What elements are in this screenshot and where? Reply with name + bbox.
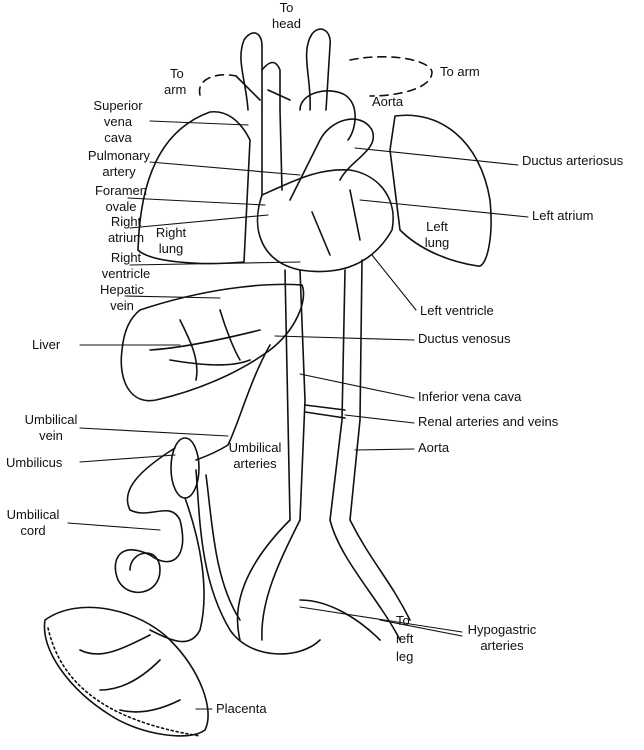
label-line: To — [279, 0, 294, 15]
label-line: Pulmonary — [87, 148, 151, 163]
label-line: head — [272, 16, 301, 31]
label-line: vena — [103, 114, 133, 129]
label-left-atrium: Left atrium — [532, 208, 594, 223]
umbilical-cord — [114, 437, 205, 643]
label-line: Umbilical — [6, 507, 60, 522]
umbilical-vessels — [195, 344, 321, 655]
label-line: ovale — [105, 199, 137, 214]
great-vessels — [236, 259, 411, 641]
label-line: cava — [104, 130, 132, 145]
label-line: left — [396, 631, 414, 646]
label-line: leg — [396, 649, 414, 664]
label-line: vein — [110, 298, 134, 313]
label-aorta-lower: Aorta — [418, 440, 450, 455]
label-line: lung — [424, 235, 450, 250]
label-line: arm — [164, 82, 187, 97]
label-to-arm-right: To arm — [440, 64, 480, 79]
placenta — [43, 606, 209, 737]
heart — [256, 90, 394, 273]
label-left-ventricle: Left ventricle — [420, 303, 494, 318]
label-line: Superior — [93, 98, 143, 113]
label-to-left-leg: To left leg — [396, 612, 413, 666]
label-ductus-venosus: Ductus venosus — [418, 331, 511, 346]
label-line: Right — [110, 250, 142, 265]
label-line: ventricle — [101, 266, 151, 281]
label-line: artery — [102, 164, 136, 179]
label-line: atrium — [107, 230, 145, 245]
label-line: To — [396, 613, 410, 628]
label-ductus-arteriosus: Ductus arteriosus — [522, 153, 624, 168]
label-inferior-vena-cava: Inferior vena cava — [418, 389, 522, 404]
liver — [120, 283, 305, 402]
label-line: Foramen — [94, 183, 148, 198]
label-line: arteries — [233, 456, 277, 471]
label-line: arteries — [480, 638, 524, 653]
label-line: Left — [426, 219, 448, 234]
label-line: lung — [158, 241, 184, 256]
label-line: Hepatic — [99, 282, 145, 297]
label-placenta: Placenta — [216, 701, 267, 716]
label-liver: Liver — [32, 337, 61, 352]
leader-lines — [67, 120, 529, 710]
label-line: Hypogastric — [467, 622, 537, 637]
label-line: vein — [39, 428, 63, 443]
label-renal-arteries-veins: Renal arteries and veins — [418, 414, 559, 429]
head-vessels — [198, 28, 433, 111]
label-aorta-top: Aorta — [372, 94, 404, 109]
label-umbilicus: Umbilicus — [6, 455, 63, 470]
label-line: Right — [110, 214, 142, 229]
label-line: Umbilical — [24, 412, 78, 427]
label-line: cord — [20, 523, 46, 538]
label-line: Umbilical — [228, 440, 282, 455]
label-line: Right — [155, 225, 187, 240]
label-line: To — [170, 66, 184, 81]
